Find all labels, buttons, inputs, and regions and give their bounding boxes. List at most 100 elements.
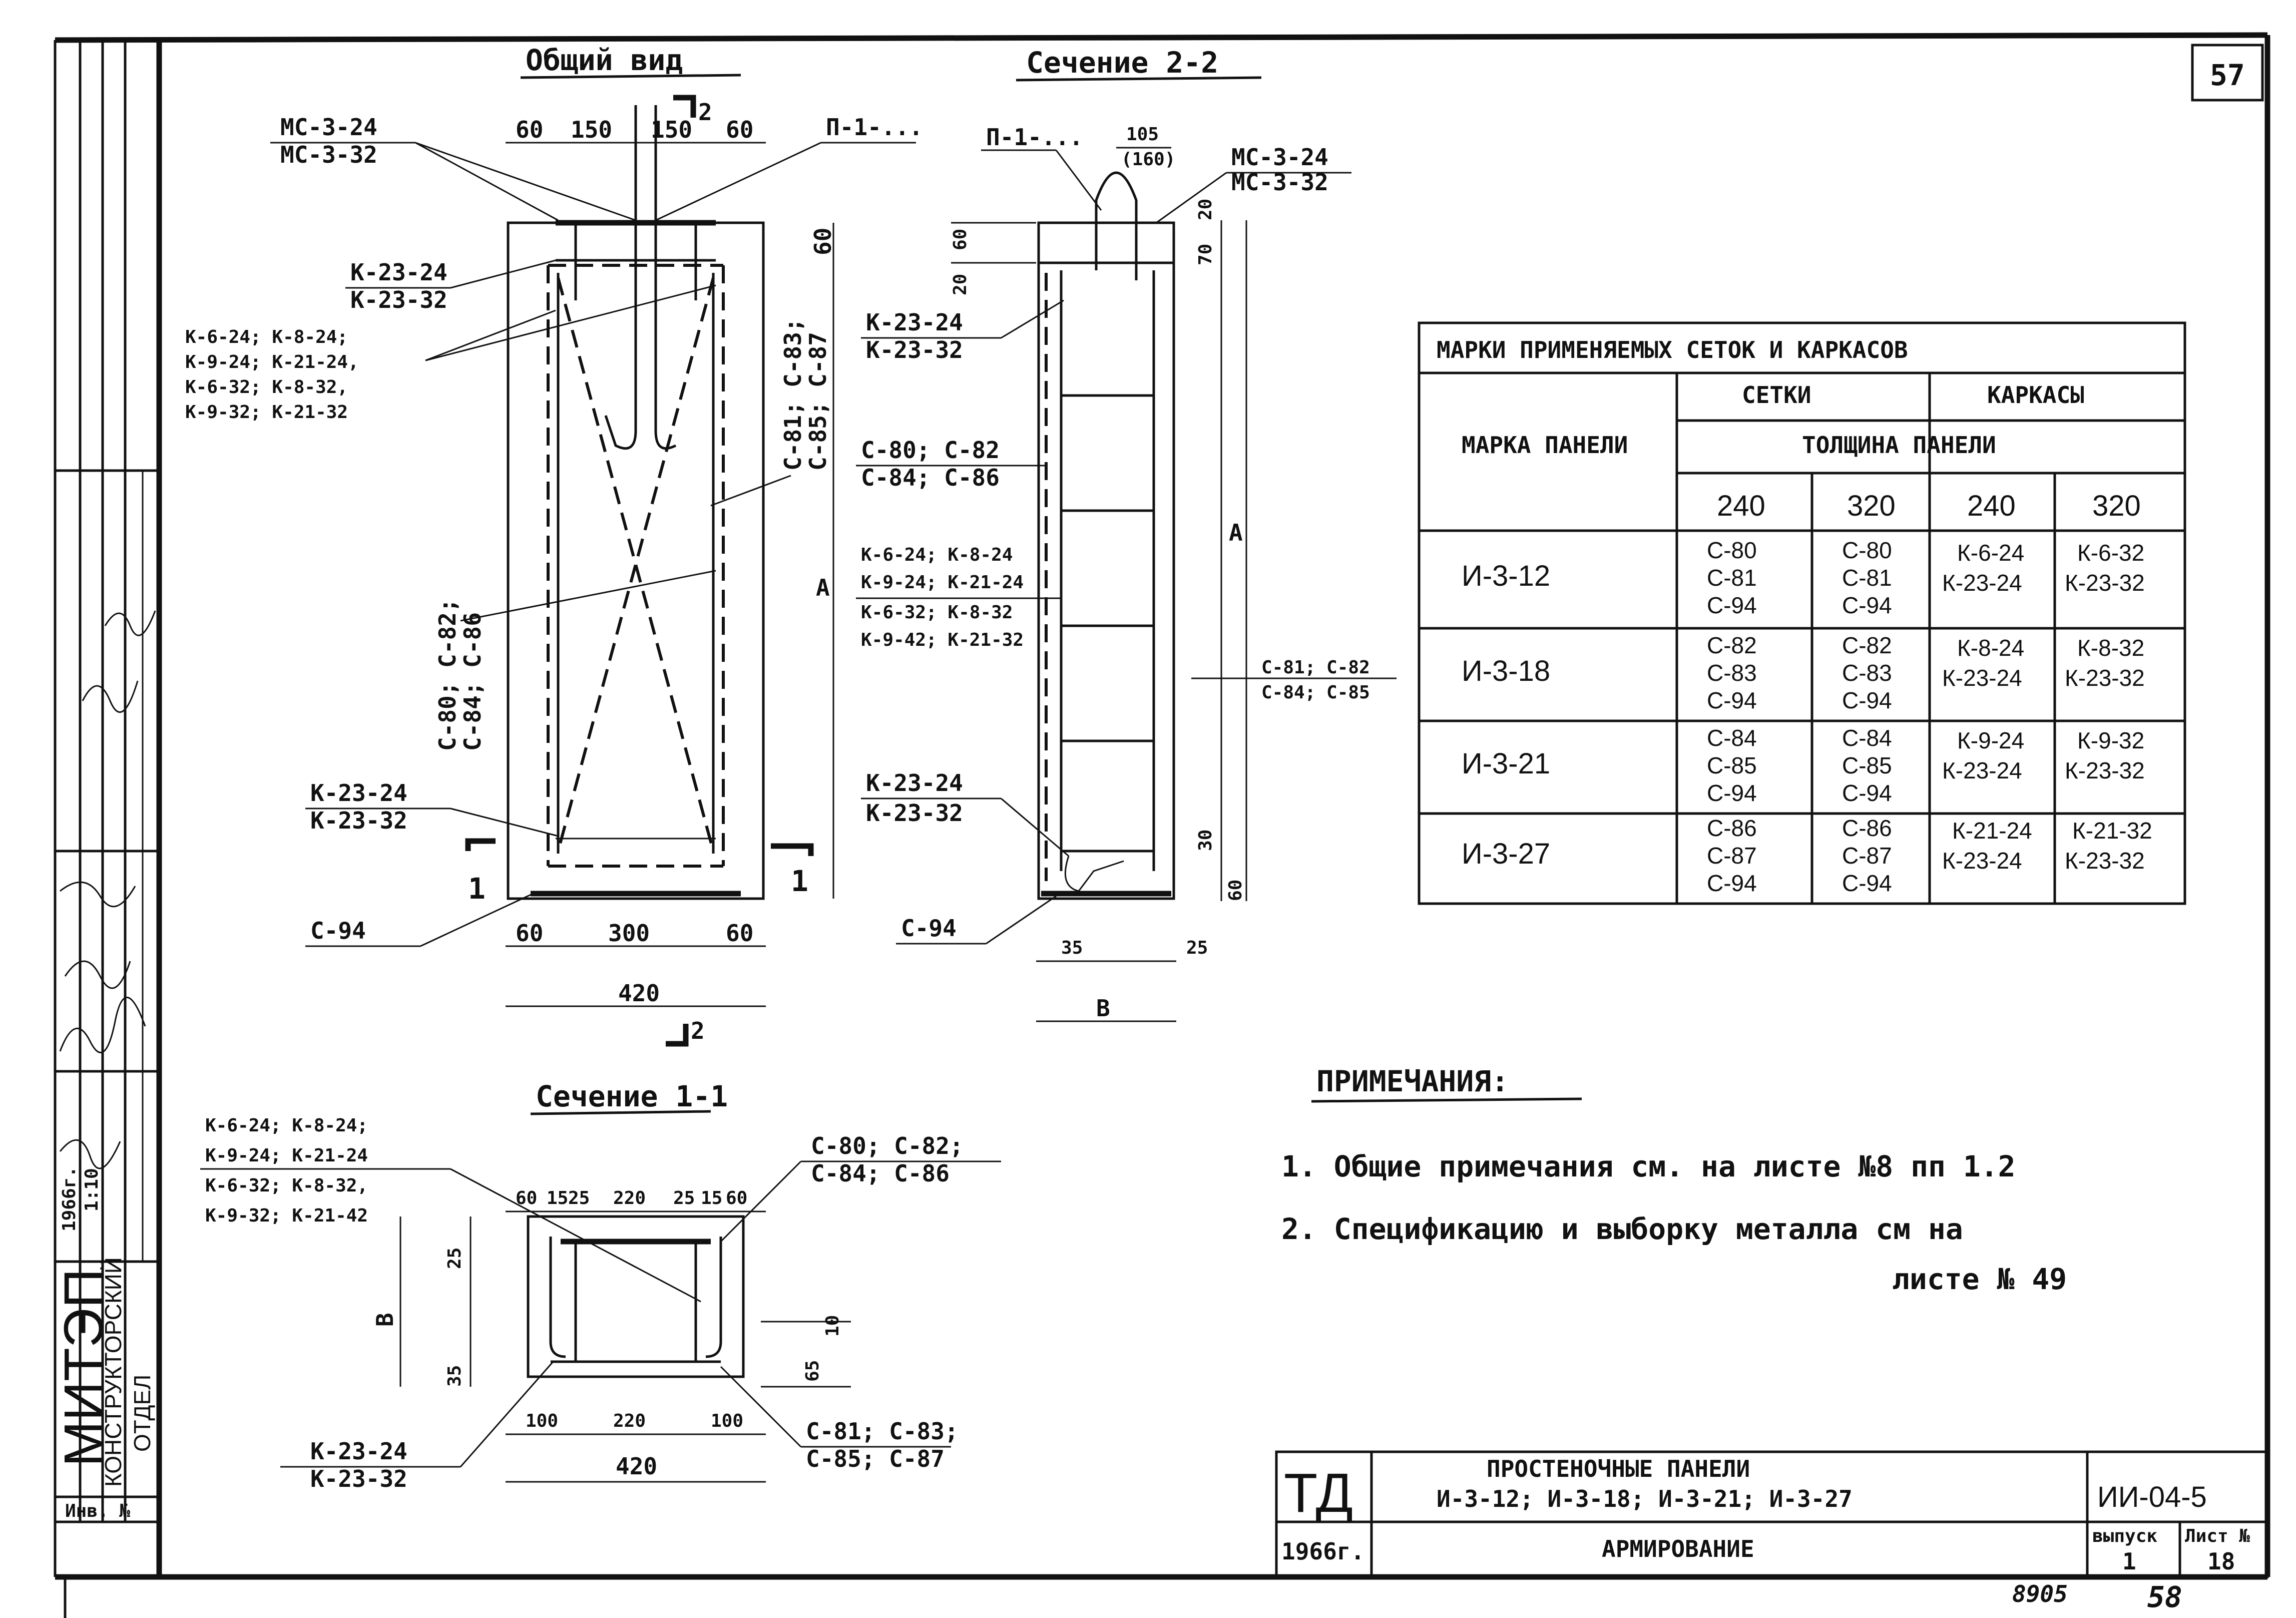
gv-height: A	[816, 574, 830, 601]
table-col-mark: МАРКА ПАНЕЛИ	[1462, 432, 1628, 459]
notes: ПРИМЕЧАНИЯ: 1. Общие примечания см. на л…	[1281, 1064, 2067, 1296]
tb-title2: И-3-12; И-3-18; И-3-21; И-3-27	[1437, 1485, 1853, 1512]
side-stamp: МИТЭП КОНСТРУКТОРСКИЙ ОТДЕЛ 1966г. 1:10 …	[53, 40, 159, 1577]
table-row: И-3-21 С-84 С-85 С-94 С-84 С-85 С-94 К-9…	[1462, 725, 2145, 806]
tb-year: 1966г.	[1281, 1538, 1364, 1565]
notes-title: ПРИМЕЧАНИЯ:	[1316, 1064, 1509, 1098]
s11-width: 420	[616, 1453, 657, 1480]
gv-dim-top-3: 150	[651, 116, 692, 143]
s11-k-4: К-9-32; К-21-42	[205, 1205, 368, 1226]
table-cell: К-23-24	[1942, 848, 2022, 874]
s22-k-3: К-6-32; К-8-32	[861, 602, 1013, 623]
s11-k-2: К-9-24; К-21-24	[205, 1145, 368, 1166]
gv-k23-top-2: К-23-32	[350, 286, 447, 313]
table-cell: К-23-24	[1942, 757, 2022, 783]
table-cell: К-23-24	[1942, 665, 2022, 691]
s11-k-3: К-6-32; К-8-32,	[205, 1175, 368, 1196]
table-col-nets: СЕТКИ	[1742, 381, 1811, 409]
tb-list: 18	[2207, 1548, 2235, 1575]
gv-dim-top-1: 60	[516, 116, 543, 143]
gv-cut-left: 1	[468, 872, 486, 906]
s22-dim-top-2: (160)	[1121, 149, 1175, 170]
s22-title: Сечение 2-2	[1026, 46, 1218, 80]
table-th-3: 240	[1967, 490, 2016, 522]
table-cell: К-6-24	[1957, 540, 2024, 566]
s11-k23-1: К-23-24	[310, 1438, 407, 1465]
tb-vyp: 1	[2122, 1548, 2136, 1575]
note-2b: листе № 49	[1892, 1262, 2067, 1296]
table-cell: К-21-32	[2072, 818, 2152, 844]
s11-dim-l-2: 35	[444, 1365, 465, 1387]
table-cell: С-94	[1842, 687, 1892, 713]
table-cell: С-94	[1707, 870, 1757, 896]
gv-c-center-2: С-84; С-86	[459, 612, 486, 751]
tb-code: ИИ-04-5	[2097, 1481, 2207, 1513]
table-title: МАРКИ ПРИМЕНЯЕМЫХ СЕТОК И КАРКАСОВ	[1437, 336, 1908, 363]
s22-c-left-2: С-84; С-86	[861, 464, 1000, 491]
tb-vyp-label: выпуск	[2092, 1526, 2157, 1546]
s11-b: В	[371, 1313, 398, 1327]
s11-dim-top-1: 60	[516, 1188, 537, 1208]
gv-k-3: К-6-32; К-8-32,	[185, 377, 348, 397]
table-cell: С-87	[1707, 843, 1757, 869]
table-cell: С-94	[1842, 870, 1892, 896]
row-mark: И-3-12	[1462, 560, 1550, 592]
bottom-page: 58	[2147, 1580, 2182, 1614]
table-cell: С-94	[1707, 780, 1757, 806]
table-cell: К-9-24	[1957, 727, 2024, 753]
s11-dim-r-2: 65	[802, 1360, 823, 1382]
table-cell: К-23-32	[2065, 570, 2145, 596]
s22-k23-top-1: К-23-24	[866, 309, 963, 336]
gv-c94: С-94	[310, 917, 366, 944]
s11-k23-2: К-23-32	[310, 1465, 407, 1492]
table-col-thickness: ТОЛЩИНА ПАНЕЛИ	[1802, 432, 1996, 459]
table-cell: С-87	[1842, 843, 1892, 869]
gv-p1: П-1-...	[826, 114, 923, 141]
general-view: Общий вид 60 150 150 60 60 300 60	[185, 43, 923, 1047]
tb-td: ТД	[1284, 1462, 1353, 1524]
table-cell: С-83	[1707, 660, 1757, 686]
table-cell: С-94	[1842, 780, 1892, 806]
s22-height: А	[1229, 519, 1243, 546]
s22-dim-l-1: 60	[950, 229, 971, 250]
s22-dim-rt-1: 20	[1195, 199, 1216, 220]
table-cell: С-84	[1842, 725, 1892, 751]
s11-k-1: К-6-24; К-8-24;	[205, 1115, 368, 1136]
row-mark: И-3-18	[1462, 655, 1550, 687]
table-th-2: 320	[1847, 490, 1896, 522]
table-cell: С-86	[1842, 815, 1892, 841]
table-cell: К-23-24	[1942, 570, 2022, 596]
title-block: ТД 1966г. ПРОСТЕНОЧНЫЕ ПАНЕЛИ И-3-12; И-…	[1275, 1450, 2269, 1578]
section-2-2: Сечение 2-2 П-1-... 105 (160) МС-3-24 МС…	[856, 46, 1397, 1022]
table-cell: С-83	[1842, 660, 1892, 686]
org-sub2: ОТДЕЛ	[129, 1375, 155, 1452]
s22-p1: П-1-...	[986, 124, 1083, 151]
s22-c-right-2: С-84; С-85	[1261, 682, 1370, 703]
stamp-inv: Инв. №	[65, 1501, 130, 1521]
gv-dim-bot-2: 300	[608, 920, 650, 947]
table-cell: С-81	[1842, 565, 1892, 591]
s11-dim-bot-1: 100	[526, 1411, 558, 1431]
table-cell: С-85	[1842, 752, 1892, 778]
s11-dim-top-3: 25	[568, 1188, 590, 1208]
general-view-title: Общий вид	[526, 43, 683, 77]
table-cell: С-94	[1707, 687, 1757, 713]
row-mark: И-3-27	[1462, 838, 1550, 870]
section-1-1: Сечение 1-1 К-6-24; К-8-24; К-9-24; К-21…	[200, 1079, 1001, 1492]
table-cell: С-84	[1707, 725, 1757, 751]
table-row: И-3-18 С-82 С-83 С-94 С-82 С-83 С-94 К-8…	[1462, 632, 2145, 713]
s22-dim-rb-1: 30	[1195, 830, 1216, 851]
table-cell: К-8-32	[2077, 635, 2144, 661]
s11-c-top-1: С-80; С-82;	[811, 1132, 964, 1159]
table-cell: К-9-32	[2077, 727, 2144, 753]
signature-scribble	[59, 610, 156, 1169]
gv-k-4: К-9-32; К-21-32	[185, 402, 348, 423]
gv-k23-top-1: К-23-24	[350, 259, 447, 286]
org-main: МИТЭП	[53, 1269, 115, 1467]
s11-dim-bot-3: 100	[711, 1411, 743, 1431]
bottom-inventory: 8905	[2012, 1580, 2068, 1607]
s11-c-bot-2: С-85; С-87	[806, 1445, 945, 1472]
note-1: 1. Общие примечания см. на листе №8 пп 1…	[1281, 1149, 2016, 1183]
table-cell: С-81	[1707, 565, 1757, 591]
s11-dim-top-4: 220	[613, 1188, 646, 1208]
